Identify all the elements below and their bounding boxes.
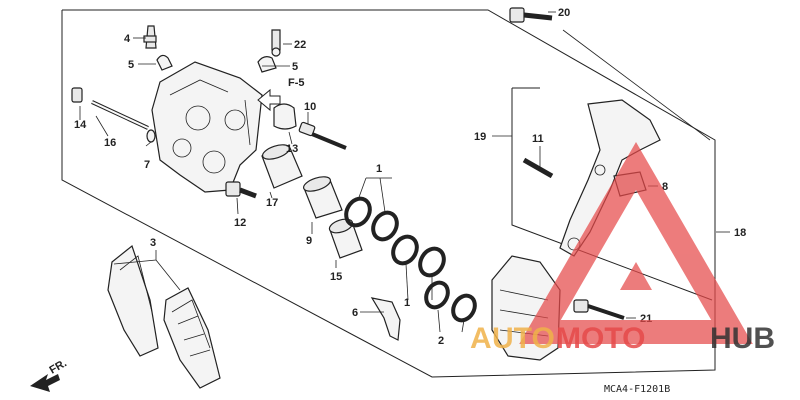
- watermark-text: A UTO MOTO HUB: [470, 322, 775, 355]
- watermark-logo: [519, 142, 753, 344]
- piston-seal-lower: [391, 234, 446, 278]
- watermark-uto: UTO: [492, 322, 555, 355]
- label-12: 12: [234, 217, 246, 229]
- section-callout-arrow: [257, 88, 281, 112]
- pad-spring: [370, 297, 401, 341]
- label-17: 17: [266, 197, 278, 209]
- label-1-upper: 1: [376, 163, 382, 175]
- watermark-a: A: [470, 322, 492, 355]
- bracket-bolt-11: [522, 157, 554, 179]
- bleed-valve-22: [271, 29, 281, 57]
- leader-lines: [79, 11, 730, 333]
- mounting-bolt-21: [573, 299, 625, 320]
- front-direction-arrow: [30, 374, 60, 392]
- label-1-lower: 1: [404, 297, 410, 309]
- label-14: 14: [74, 119, 87, 131]
- slide-boot: [273, 103, 297, 130]
- brake-pad-front: [163, 287, 221, 389]
- label-18: 18: [734, 227, 746, 239]
- label-2: 2: [438, 335, 444, 347]
- label-8: 8: [662, 181, 668, 193]
- brake-pad-rear: [107, 244, 159, 357]
- label-13: 13: [286, 143, 298, 155]
- label-20: 20: [558, 7, 570, 19]
- label-7: 7: [144, 159, 150, 171]
- direction-label: FR.: [48, 357, 69, 376]
- assembly-frame: [61, 9, 716, 378]
- bracket-frame: [511, 88, 713, 301]
- label-3: 3: [150, 237, 156, 249]
- bleed-valve: [143, 25, 157, 49]
- label-4: 4: [124, 33, 131, 45]
- o-ring-7: [146, 129, 156, 143]
- pin-plug: [71, 87, 83, 103]
- caliper-body: [151, 61, 263, 193]
- piston-17: [261, 144, 303, 189]
- label-10: 10: [304, 101, 316, 113]
- watermark-moto: MOTO: [556, 322, 645, 355]
- piston-15: [328, 218, 363, 259]
- label-6: 6: [352, 307, 358, 319]
- slide-pin-12: [225, 181, 257, 199]
- bleed-cap-right: [257, 56, 277, 73]
- section-ref-label: F-5: [288, 77, 305, 89]
- slide-bolt-10: [298, 121, 347, 150]
- label-22: 22: [294, 39, 306, 51]
- label-11: 11: [532, 133, 544, 145]
- dust-seal-2: [424, 280, 477, 323]
- bolt-leader-20: [562, 29, 711, 141]
- label-19: 19: [474, 131, 486, 143]
- piston-seal-upper: [344, 196, 399, 242]
- watermark-hub: HUB: [710, 322, 775, 355]
- label-16: 16: [104, 137, 116, 149]
- label-5-right: 5: [292, 61, 298, 73]
- label-5-left: 5: [128, 59, 134, 71]
- label-15: 15: [330, 271, 342, 283]
- piston-9: [302, 176, 343, 219]
- label-9: 9: [306, 235, 312, 247]
- diagram-code: MCA4-F1201B: [604, 384, 670, 395]
- pad-pin: [91, 100, 149, 130]
- bolt-20: [509, 7, 553, 23]
- bleed-cap-left: [156, 54, 173, 71]
